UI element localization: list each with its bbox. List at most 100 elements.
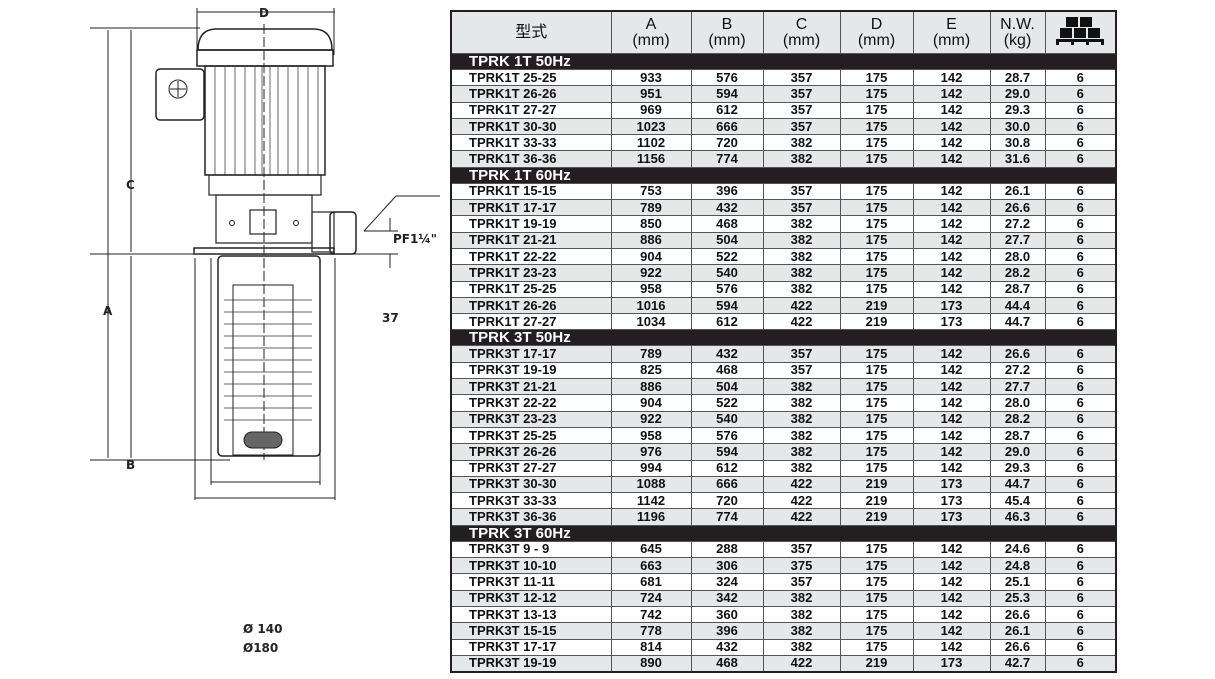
- column-header: 型式: [450, 10, 612, 54]
- cell-e-mm: 142: [912, 378, 991, 396]
- cell-b-mm: 774: [690, 150, 764, 168]
- section-header: TPRK 3T 50Hz: [451, 329, 1116, 346]
- cell-a-mm: 922: [610, 410, 692, 428]
- cell-b-mm: 576: [690, 280, 764, 298]
- cell-a-mm: 814: [610, 638, 692, 656]
- cell-b-mm: 432: [690, 638, 764, 656]
- cell-model: TPRK1T 21-21: [450, 231, 612, 249]
- cell-model: TPRK1T 25-25: [450, 68, 612, 87]
- cell-b-mm: 612: [690, 101, 764, 119]
- cell-c-mm: 382: [762, 150, 841, 168]
- cell-d-mm: 175: [839, 199, 914, 217]
- cell-a-mm: 886: [610, 231, 692, 249]
- cell-c-mm: 382: [762, 264, 841, 282]
- column-header: C(mm): [762, 10, 841, 54]
- cell-e-mm: 142: [912, 215, 991, 233]
- cell-c-mm: 382: [762, 247, 841, 266]
- cell-model: TPRK3T 33-33: [450, 492, 612, 510]
- column-header-unit: (mm): [708, 31, 746, 49]
- cell-e-mm: 142: [912, 264, 991, 282]
- cell-d-mm: 175: [839, 622, 914, 640]
- cell-d-mm: 175: [839, 540, 914, 559]
- cell-a-mm: 742: [610, 605, 692, 624]
- cell-b-mm: 522: [690, 247, 764, 266]
- cell-net-weight: 26.6: [989, 199, 1046, 217]
- cell-net-weight: 28.2: [989, 264, 1046, 282]
- cell-a-mm: 1156: [610, 150, 692, 168]
- cell-net-weight: 24.6: [989, 540, 1046, 559]
- cell-e-mm: 142: [912, 247, 991, 266]
- cell-a-mm: 778: [610, 622, 692, 640]
- cell-e-mm: 142: [912, 589, 991, 607]
- cell-e-mm: 142: [912, 134, 991, 152]
- column-header-name: N.W.: [1000, 15, 1035, 33]
- dim-c-label: C: [126, 178, 135, 192]
- cell-e-mm: 142: [912, 573, 991, 591]
- column-header-pallet: [1044, 10, 1117, 54]
- cell-e-mm: 142: [912, 459, 991, 477]
- cell-model: TPRK3T 9 - 9: [450, 540, 612, 559]
- cell-pallet-qty: 6: [1044, 361, 1117, 380]
- column-header-unit: (mm): [932, 31, 971, 49]
- cell-a-mm: 645: [610, 540, 692, 559]
- column-header-name: E: [946, 15, 957, 33]
- section-title: TPRK 1T 50Hz: [451, 53, 1116, 70]
- cell-d-mm: 219: [839, 313, 914, 331]
- column-header-name: C: [795, 15, 808, 33]
- cell-d-mm: 219: [839, 654, 914, 673]
- cell-c-mm: 357: [762, 540, 841, 559]
- cell-pallet-qty: 6: [1044, 638, 1117, 656]
- cell-model: TPRK3T 21-21: [450, 378, 612, 396]
- cell-a-mm: 789: [610, 345, 692, 363]
- cell-c-mm: 357: [762, 345, 841, 363]
- cell-pallet-qty: 6: [1044, 85, 1117, 103]
- cell-net-weight: 28.0: [989, 247, 1046, 266]
- cell-pallet-qty: 6: [1044, 589, 1117, 607]
- cell-pallet-qty: 6: [1044, 443, 1117, 461]
- cell-a-mm: 1016: [610, 296, 692, 315]
- cell-a-mm: 958: [610, 426, 692, 445]
- cell-d-mm: 175: [839, 247, 914, 266]
- cell-pallet-qty: 6: [1044, 231, 1117, 249]
- cell-b-mm: 342: [690, 589, 764, 607]
- cell-a-mm: 850: [610, 215, 692, 233]
- cell-b-mm: 396: [690, 182, 764, 201]
- section-title: TPRK 1T 60Hz: [451, 167, 1116, 184]
- cell-d-mm: 219: [839, 475, 914, 494]
- cell-d-mm: 219: [839, 492, 914, 510]
- column-header: B(mm): [690, 10, 764, 54]
- cell-pallet-qty: 6: [1044, 378, 1117, 396]
- cell-net-weight: 27.7: [989, 378, 1046, 396]
- cell-c-mm: 422: [762, 492, 841, 510]
- cell-a-mm: 1034: [610, 313, 692, 331]
- cell-c-mm: 382: [762, 410, 841, 428]
- cell-c-mm: 357: [762, 68, 841, 87]
- cell-b-mm: 576: [690, 426, 764, 445]
- cell-c-mm: 382: [762, 459, 841, 477]
- column-header-unit: (mm): [632, 31, 670, 49]
- cell-d-mm: 175: [839, 378, 914, 396]
- cell-c-mm: 382: [762, 589, 841, 607]
- dia-140-label: Ø 140: [243, 622, 282, 636]
- cell-d-mm: 175: [839, 394, 914, 412]
- cell-e-mm: 142: [912, 85, 991, 103]
- cell-pallet-qty: 6: [1044, 101, 1117, 119]
- cell-d-mm: 219: [839, 508, 914, 526]
- cell-e-mm: 173: [912, 508, 991, 526]
- cell-pallet-qty: 6: [1044, 215, 1117, 233]
- cell-e-mm: 173: [912, 313, 991, 331]
- cell-c-mm: 382: [762, 231, 841, 249]
- cell-e-mm: 142: [912, 443, 991, 461]
- cell-c-mm: 382: [762, 622, 841, 640]
- cell-net-weight: 26.1: [989, 182, 1046, 201]
- cell-c-mm: 422: [762, 313, 841, 331]
